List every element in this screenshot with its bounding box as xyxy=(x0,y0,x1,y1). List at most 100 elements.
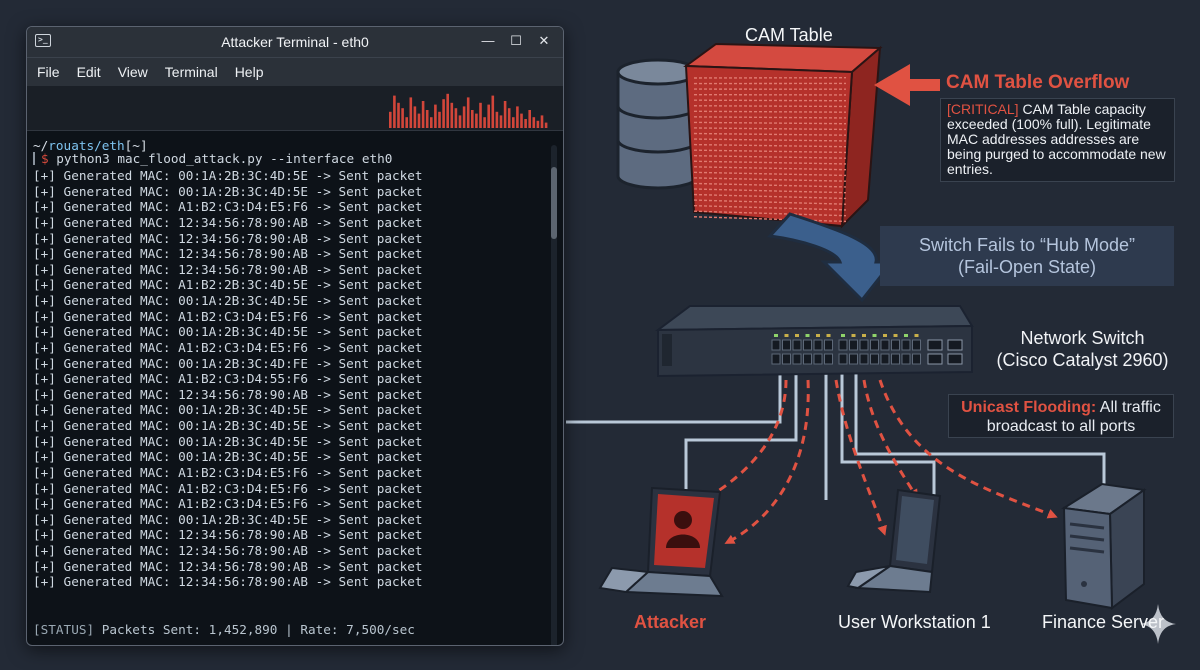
maximize-icon[interactable]: ☐ xyxy=(510,33,522,48)
minimize-icon[interactable]: — xyxy=(481,33,495,48)
traffic-bar xyxy=(466,97,470,128)
terminal-line: [+] Generated MAC: 00:1A:2B:3C:4D:5E -> … xyxy=(33,324,423,340)
terminal-line: [+] Generated MAC: 00:1A:2B:3C:4D:5E -> … xyxy=(33,511,423,527)
traffic-bar xyxy=(389,111,392,128)
terminal-line: [+] Generated MAC: 12:34:56:78:90:AB -> … xyxy=(33,230,423,246)
hub-mode-arrow xyxy=(766,212,896,303)
close-icon[interactable]: ✕ xyxy=(538,33,550,48)
terminal-line: [+] Generated MAC: 12:34:56:78:90:AB -> … xyxy=(33,214,423,230)
terminal-line: [+] Generated MAC: A1:B2:C3:D4:E5:F6 -> … xyxy=(33,339,423,355)
cam-table-title: CAM Table xyxy=(745,25,833,45)
traffic-bar xyxy=(417,113,421,128)
terminal-line: [+] Generated MAC: 00:1A:2B:3C:4D:5E -> … xyxy=(33,402,423,418)
traffic-bar xyxy=(540,115,544,128)
server-icon xyxy=(1061,482,1147,610)
menu-edit[interactable]: Edit xyxy=(76,64,101,80)
cam-cube-icon xyxy=(683,42,883,229)
critical-text: CAM Table capacity exceeded (100% full).… xyxy=(947,101,1166,177)
traffic-bar xyxy=(421,101,425,128)
switch-label-line1: Network Switch xyxy=(1020,328,1145,348)
traffic-bar xyxy=(425,110,429,128)
unicast-callout: Unicast Flooding: All traffic broadcast … xyxy=(948,394,1174,438)
unicast-tag: Unicast Flooding: xyxy=(961,399,1097,416)
menu-terminal[interactable]: Terminal xyxy=(164,64,218,80)
workstation-label: User Workstation 1 xyxy=(838,612,991,632)
switch-label-line2: (Cisco Catalyst 2960) xyxy=(996,350,1169,370)
traffic-bar xyxy=(446,93,449,128)
traffic-bar xyxy=(495,111,499,128)
terminal-line: [+] Generated MAC: A1:B2:C3:D4:E5:F6 -> … xyxy=(33,199,423,215)
terminal-line: [+] Generated MAC: A1:B2:C3:D4:55:F6 -> … xyxy=(33,371,423,387)
traffic-bar xyxy=(393,95,396,128)
title-bar[interactable]: >_ Attacker Terminal - eth0 — ☐ ✕ xyxy=(27,27,563,58)
overflow-title: CAM Table Overflow xyxy=(946,72,1130,93)
terminal-line: [+] Generated MAC: 00:1A:2B:3C:4D:5E -> … xyxy=(33,293,423,308)
database-icon xyxy=(616,58,700,190)
traffic-bar xyxy=(450,102,454,128)
menu-bar: File Edit View Terminal Help xyxy=(27,58,563,86)
terminal-line: [+] Generated MAC: A1:B2:C3:D4:E5:F6 -> … xyxy=(33,308,423,324)
critical-tag: [CRITICAL] xyxy=(947,101,1019,117)
current-directory: ~/rouats/eth[~] xyxy=(33,138,148,153)
terminal-line: [+] Generated MAC: 00:1A:2B:3C:4D:5E -> … xyxy=(33,449,423,465)
menu-help[interactable]: Help xyxy=(234,64,264,80)
overflow-arrow xyxy=(874,64,940,106)
window-title: Attacker Terminal - eth0 xyxy=(221,34,369,50)
traffic-bar xyxy=(524,119,527,128)
laptop-icon xyxy=(598,486,724,598)
terminal-line: [+] Generated MAC: A1:B2:C3:D4:E5:F6 -> … xyxy=(33,464,423,480)
terminal-line: [+] Generated MAC: 00:1A:2B:3C:4D:5E -> … xyxy=(33,433,423,449)
terminal-line: [+] Generated MAC: 00:1A:2B:3C:4D:5E -> … xyxy=(33,418,423,433)
terminal-line: [+] Generated MAC: 00:1A:2B:3C:4D:5E -> … xyxy=(33,168,423,183)
traffic-bar xyxy=(479,102,482,128)
traffic-bar xyxy=(491,95,495,128)
server-label: Finance Server xyxy=(1042,612,1165,632)
traffic-bar xyxy=(471,110,474,128)
scrollbar-track[interactable] xyxy=(551,145,557,645)
traffic-bar xyxy=(487,104,490,128)
terminal-window[interactable]: >_ Attacker Terminal - eth0 — ☐ ✕ File E… xyxy=(26,26,564,646)
terminal-line: [+] Generated MAC: A1:B2:2B:3C:4D:5E -> … xyxy=(33,277,423,293)
attacker-label: Attacker xyxy=(634,612,707,632)
terminal-line: [+] Generated MAC: 12:34:56:78:90:AB -> … xyxy=(33,386,423,402)
traffic-bar xyxy=(454,108,458,128)
traffic-bar xyxy=(409,97,413,128)
network-switch-icon xyxy=(654,305,974,378)
terminal-line: [+] Generated MAC: A1:B2:C3:D4:E5:F6 -> … xyxy=(33,480,423,496)
terminal-line: [+] Generated MAC: 12:34:56:78:90:AB -> … xyxy=(33,574,423,590)
traffic-bar xyxy=(532,117,536,128)
menu-view[interactable]: View xyxy=(117,64,148,80)
traffic-bar xyxy=(516,106,519,128)
traffic-bar xyxy=(438,111,441,128)
traffic-bar xyxy=(442,99,445,128)
traffic-bar xyxy=(536,120,540,128)
traffic-bar xyxy=(401,108,404,128)
traffic-bar xyxy=(475,113,478,128)
traffic-bar xyxy=(483,117,486,128)
laptop-icon xyxy=(846,488,942,594)
menu-file[interactable]: File xyxy=(37,64,60,80)
unicast-text: All traffic broadcast to all ports xyxy=(986,399,1161,435)
traffic-bar xyxy=(512,117,515,128)
terminal-line: [+] Generated MAC: 12:34:56:78:90:AB -> … xyxy=(33,246,423,262)
hub-mode-box xyxy=(880,226,1174,286)
terminal-output[interactable]: ~/rouats/eth[~] $ python3 mac_flood_atta… xyxy=(27,131,563,645)
output-lines: [+] Generated MAC: 00:1A:2B:3C:4D:5E -> … xyxy=(33,168,423,590)
traffic-bar xyxy=(499,115,503,128)
terminal-line: [+] Generated MAC: A1:B2:C3:D4:E5:F6 -> … xyxy=(33,496,423,512)
terminal-icon: >_ xyxy=(35,34,51,47)
scrollbar-thumb[interactable] xyxy=(551,167,557,239)
hacker-icon xyxy=(666,511,700,548)
traffic-bar xyxy=(458,115,462,128)
hub-mode-line2: (Fail-Open State) xyxy=(957,257,1097,277)
terminal-line: [+] Generated MAC: 12:34:56:78:90:AB -> … xyxy=(33,527,423,543)
traffic-bar xyxy=(503,101,507,128)
traffic-bar xyxy=(528,110,531,128)
terminal-line: [+] Generated MAC: 00:1A:2B:3C:4D:FE -> … xyxy=(33,355,423,371)
prompt-marker xyxy=(33,152,35,165)
critical-callout: [CRITICAL] CAM Table capacity exceeded (… xyxy=(940,98,1175,182)
traffic-bar xyxy=(434,104,437,128)
traffic-bar xyxy=(507,108,511,128)
